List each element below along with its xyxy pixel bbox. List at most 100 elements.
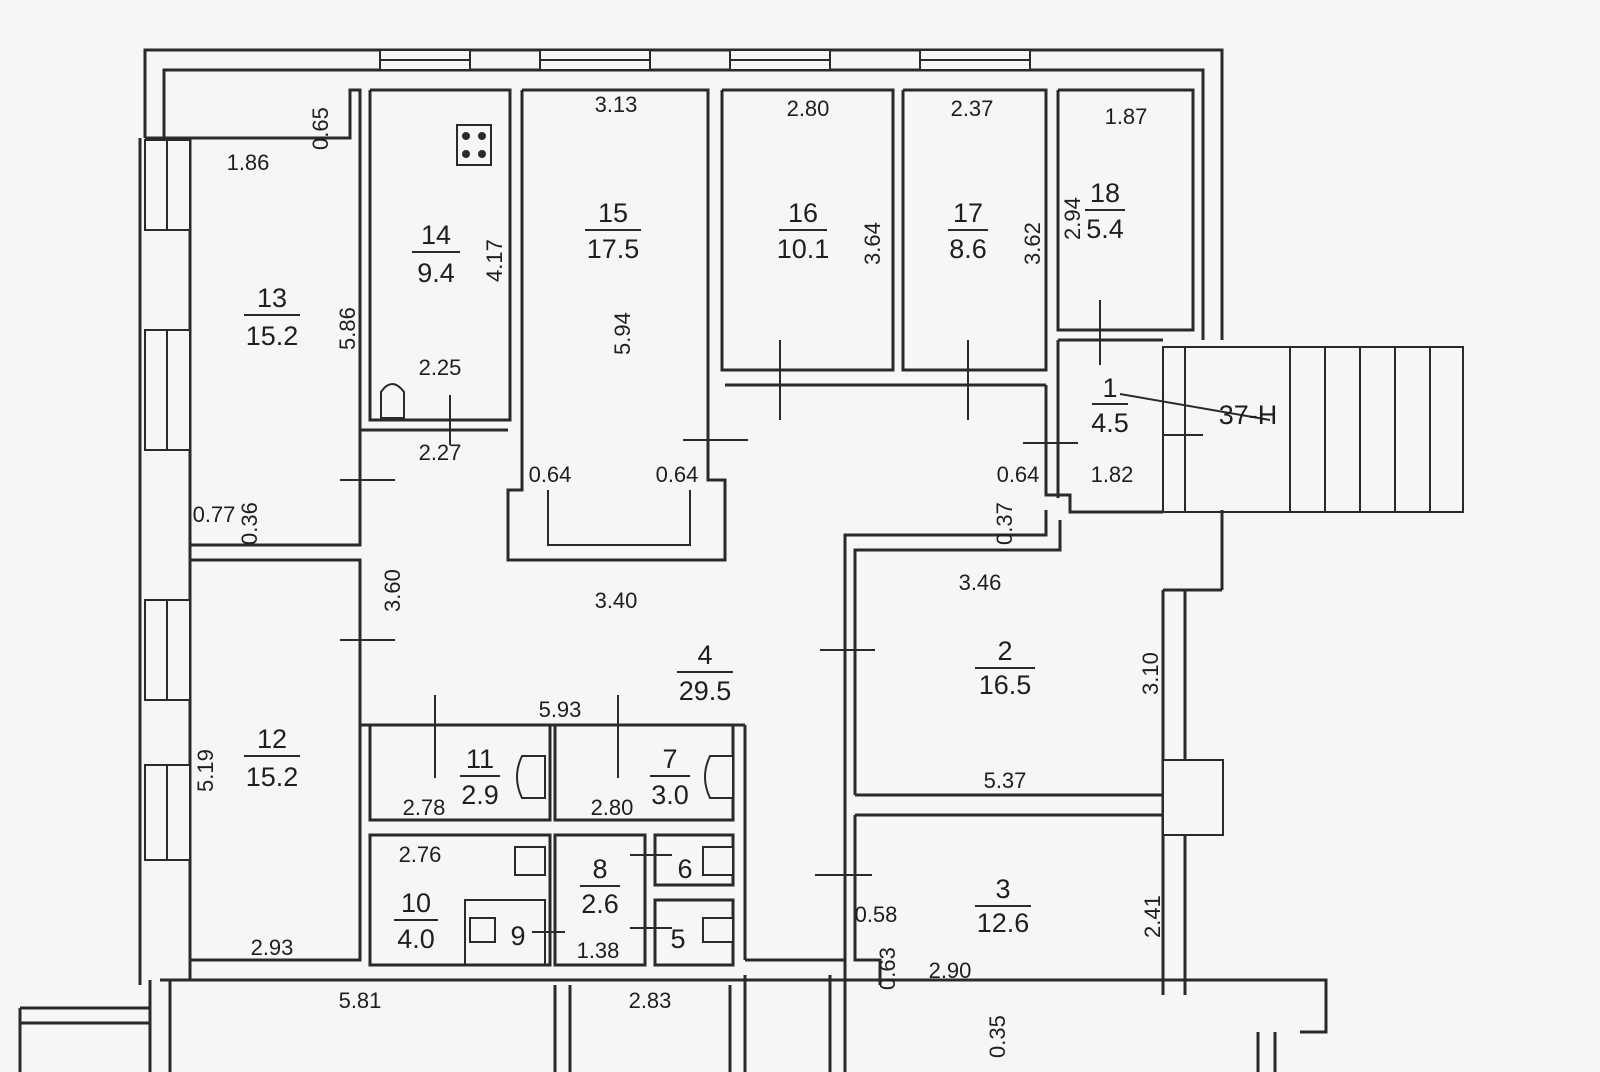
dim-label: 2.76 — [399, 842, 442, 867]
dim-label: 1.86 — [227, 150, 270, 175]
room-number: 2 — [997, 636, 1012, 666]
room-area: 3.0 — [651, 780, 689, 810]
room-number: 14 — [421, 220, 451, 250]
room-number: 16 — [788, 198, 818, 228]
dim-label: 2.27 — [419, 440, 462, 465]
room-2-label: 2 16.5 — [975, 636, 1035, 700]
dim-label: 5.19 — [193, 749, 218, 792]
dim-label: 3.10 — [1138, 652, 1163, 695]
room-area: 17.5 — [587, 234, 640, 264]
room-area: 12.6 — [977, 908, 1030, 938]
stairs — [1119, 346, 1464, 513]
dim-label: 1.38 — [577, 938, 620, 963]
room-area: 16.5 — [979, 670, 1032, 700]
dim-label: 5.94 — [610, 312, 635, 355]
sink-icon — [702, 846, 734, 876]
sink-icon — [514, 846, 546, 876]
room-6-label: 6 — [677, 854, 692, 884]
stove-icon — [456, 124, 492, 166]
dim-label: 3.46 — [959, 570, 1002, 595]
room-number: 4 — [697, 640, 712, 670]
room-labels: 1 4.5 2 16.5 3 12.6 4 29.5 5 6 7 3.0 — [244, 178, 1129, 954]
room-number: 11 — [466, 744, 494, 774]
room-number: 12 — [257, 724, 287, 754]
dim-label: 0.77 — [193, 502, 236, 527]
room-12-label: 12 15.2 — [244, 724, 300, 792]
room-number: 13 — [257, 283, 287, 313]
sink-icon — [469, 917, 496, 943]
dim-label: 3.13 — [595, 92, 638, 117]
room-18-label: 18 5.4 — [1085, 178, 1125, 244]
dim-label: 2.37 — [951, 96, 994, 121]
room-number: 17 — [953, 198, 983, 228]
dim-label: 0.64 — [656, 462, 699, 487]
dim-label: 1.87 — [1105, 104, 1148, 129]
dim-label: 0.64 — [997, 462, 1040, 487]
dim-label: 3.62 — [1020, 222, 1045, 265]
room-area: 10.1 — [777, 234, 830, 264]
dim-label: 2.41 — [1140, 895, 1165, 938]
room-5-label: 5 — [670, 924, 685, 954]
dim-label: 0.35 — [985, 1015, 1010, 1058]
dim-label: 2.90 — [929, 958, 972, 983]
room-area: 29.5 — [679, 676, 732, 706]
room-number: 3 — [995, 874, 1010, 904]
room-8-label: 8 2.6 — [580, 854, 620, 919]
dim-label: 0.63 — [875, 947, 900, 990]
dim-label: 0.37 — [992, 502, 1017, 545]
room-7-label: 7 3.0 — [650, 744, 690, 810]
room-area: 5.4 — [1086, 214, 1124, 244]
room-14-label: 14 9.4 — [412, 220, 460, 288]
dim-label: 0.36 — [237, 502, 262, 545]
dim-label: 2.93 — [251, 935, 294, 960]
room-15-label: 15 17.5 — [585, 198, 641, 264]
stair-label: 37-H — [1219, 400, 1278, 430]
room-number: 6 — [677, 854, 692, 884]
toilet-icon — [516, 755, 546, 799]
dim-label: 1.82 — [1091, 462, 1134, 487]
dim-label: 0.65 — [308, 107, 333, 150]
room-number: 5 — [670, 924, 685, 954]
room-4-label: 4 29.5 — [677, 640, 733, 706]
room-17-label: 17 8.6 — [948, 198, 988, 264]
room-9-label: 9 — [510, 921, 525, 951]
sink-icon — [702, 917, 734, 943]
room-area: 15.2 — [246, 762, 299, 792]
dim-label: 2.25 — [419, 355, 462, 380]
room-number: 15 — [598, 198, 628, 228]
room-10-label: 10 4.0 — [394, 888, 438, 954]
dim-label: 0.58 — [855, 902, 898, 927]
dimension-labels: 0.65 1.86 3.13 2.80 2.37 1.87 5.86 4.17 … — [193, 92, 1165, 1058]
room-16-label: 16 10.1 — [777, 198, 830, 264]
room-number: 9 — [510, 921, 525, 951]
room-area: 15.2 — [246, 321, 299, 351]
room-number: 18 — [1090, 178, 1120, 208]
dim-label: 2.78 — [403, 795, 446, 820]
room-area: 4.0 — [397, 924, 435, 954]
windows — [144, 49, 1224, 861]
room-number: 7 — [662, 744, 677, 774]
room-area: 2.9 — [461, 780, 499, 810]
room-area: 4.5 — [1091, 408, 1129, 438]
dim-label: 0.64 — [529, 462, 572, 487]
toilet-icon — [380, 383, 405, 419]
dim-label: 2.80 — [787, 96, 830, 121]
room-area: 8.6 — [949, 234, 987, 264]
dim-label: 3.60 — [380, 569, 405, 612]
room-number: 8 — [592, 854, 607, 884]
room-number: 1 — [1102, 373, 1117, 403]
room-number: 10 — [401, 888, 431, 918]
room-area: 2.6 — [581, 889, 619, 919]
dim-label: 3.64 — [860, 222, 885, 265]
dim-label: 5.81 — [339, 988, 382, 1013]
dim-label: 5.86 — [335, 307, 360, 350]
room-13-label: 13 15.2 — [244, 283, 300, 351]
room-1-label: 1 4.5 — [1091, 373, 1129, 438]
room-11-label: 11 2.9 — [460, 744, 500, 810]
room-area: 9.4 — [417, 258, 455, 288]
room-3-label: 3 12.6 — [975, 874, 1031, 938]
dim-label: 5.37 — [984, 768, 1027, 793]
door-marks — [340, 300, 1101, 933]
dim-label: 3.40 — [595, 588, 638, 613]
